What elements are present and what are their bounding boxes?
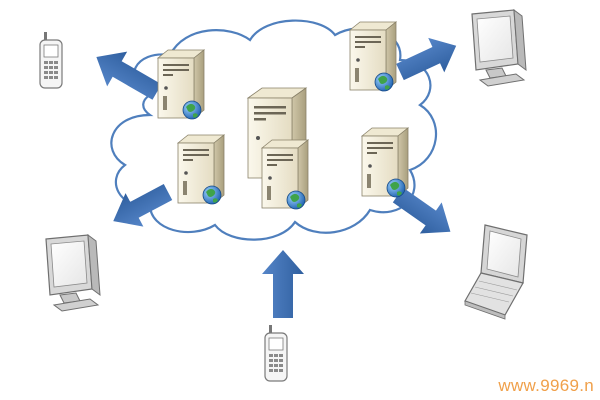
server-mid-left-server-globe-icon [177,134,225,205]
arrow-to-laptop-bottom-right [392,187,451,234]
arrow-to-monitor-bottom-left [113,184,173,227]
laptop-bottom-right-icon [464,224,528,320]
watermark-text: www.9969.n [498,376,594,395]
arrow-to-monitor-top-right [396,37,457,81]
server-center-front-server-globe-icon [261,139,309,210]
monitor-top-right-icon [471,9,527,87]
arrow-to-phone-top-left [96,51,162,100]
mobile-phone-bottom-icon [264,324,288,382]
mobile-phone-top-left-icon [39,31,63,89]
server-top-right-server-globe-icon [349,21,397,92]
server-mid-right-server-globe-icon [361,127,409,198]
arrow-from-phone-bottom [262,250,304,318]
monitor-bottom-left-icon [45,234,101,312]
server-top-left-server-globe-icon [157,49,205,120]
